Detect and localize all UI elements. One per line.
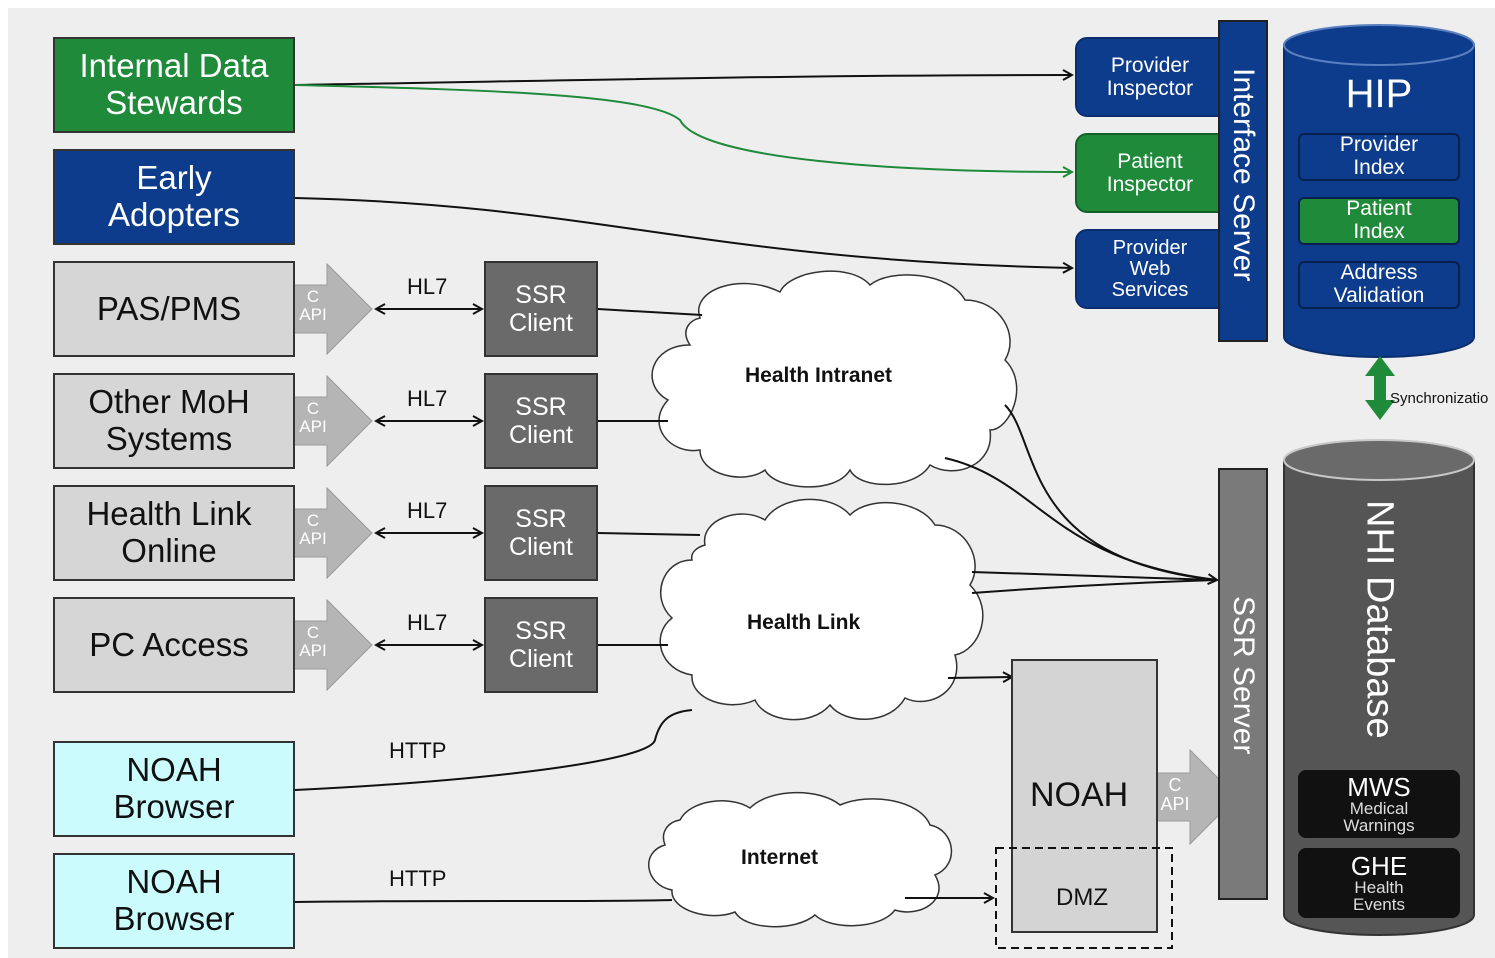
pas-pms-box: PAS/PMS (53, 261, 295, 357)
hl7-label: HL7 (407, 498, 448, 523)
label-line: Browser (113, 900, 235, 937)
label-line: Stewards (105, 84, 243, 121)
health-intranet-label: Health Intranet (745, 364, 893, 387)
interface-server-bar: Interface Server (1218, 20, 1268, 342)
noah-browser-box-2: NOAH Browser (53, 853, 295, 949)
noah-browser-box: NOAH Browser (53, 741, 295, 837)
label-line: Online (121, 532, 217, 569)
dmz-label: DMZ (1056, 884, 1108, 911)
pc-access-box: PC Access (53, 597, 295, 693)
health-link-label: Health Link (747, 611, 861, 634)
ssr-server-bar: SSR Server (1218, 468, 1268, 900)
mws-box: MWS Medical Warnings (1298, 770, 1460, 838)
label-line: Adopters (107, 196, 241, 233)
hip-title: HIP (1345, 72, 1413, 116)
label-line: PC Access (89, 625, 249, 663)
label-line: Early (136, 159, 212, 197)
nhi-database-title: NHI Database (1358, 500, 1401, 739)
hl7-label: HL7 (407, 386, 448, 411)
label-line: NOAH (126, 751, 222, 789)
noah-label: NOAH (1030, 776, 1129, 814)
label-line: Systems (105, 420, 233, 457)
hl7-label: HL7 (407, 610, 448, 635)
label-line: Health Link (86, 495, 252, 533)
label-line: Other MoH (88, 383, 250, 421)
label-line: PAS/PMS (96, 289, 242, 327)
synchronization-label: Synchronizatio (1390, 390, 1489, 407)
label-line: Browser (113, 788, 235, 825)
early-adopters-box: Early Adopters (53, 149, 295, 245)
ghe-box: GHE Health Events (1298, 848, 1460, 918)
label-line: NOAH (126, 863, 222, 901)
http-label: HTTP (389, 738, 447, 763)
label-line: Internal Data (79, 47, 269, 85)
http-label: HTTP (389, 866, 447, 891)
other-moh-systems-box: Other MoH Systems (53, 373, 295, 469)
hl7-label: HL7 (407, 274, 448, 299)
health-link-online-box: Health Link Online (53, 485, 295, 581)
internal-data-stewards-box: Internal Data Stewards (53, 37, 295, 133)
internet-label: Internet (741, 846, 819, 869)
